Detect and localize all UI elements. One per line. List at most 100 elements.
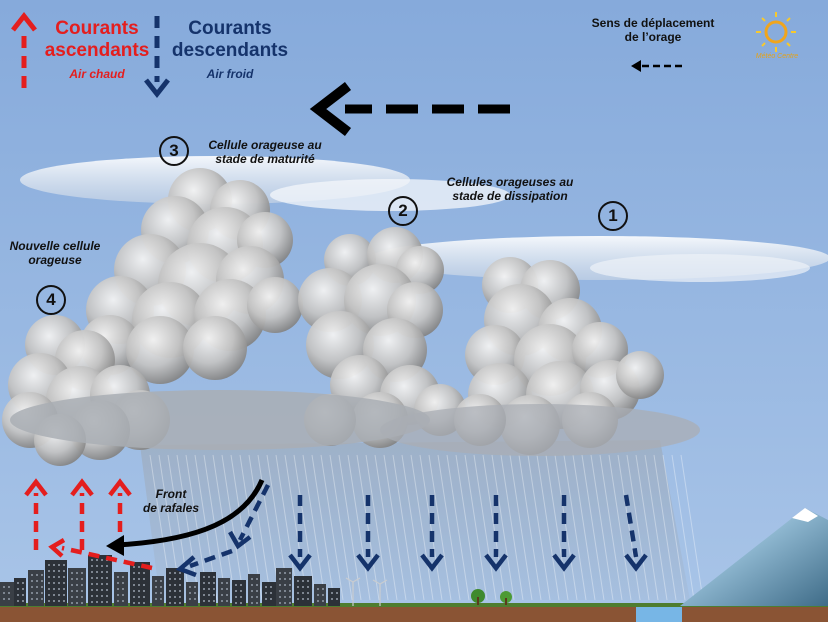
building-window [251, 578, 253, 580]
building-window [179, 590, 181, 592]
building-window [63, 594, 65, 596]
building-10 [186, 582, 198, 606]
building-window [71, 578, 73, 580]
rain-streak [653, 454, 677, 601]
cloud-base-right [380, 404, 700, 456]
downdraft-arrow-0 [288, 495, 312, 572]
building-window [58, 570, 60, 572]
building-window [297, 580, 299, 582]
building-window [58, 600, 60, 602]
building-window [91, 577, 93, 579]
building-window [240, 602, 242, 604]
building-window [179, 596, 181, 598]
building-window [53, 594, 55, 596]
building-window [160, 586, 162, 588]
building-window [208, 582, 210, 584]
gust-front-label: Front de rafales [142, 487, 200, 515]
building-window [203, 588, 205, 590]
building-window [101, 601, 103, 603]
updraft-diagonal-arrows [48, 538, 153, 571]
building-window [101, 589, 103, 591]
building-window [63, 582, 65, 584]
building-window [265, 586, 267, 588]
building-window [297, 586, 299, 588]
building-window [53, 564, 55, 566]
rain-streak [527, 454, 551, 601]
building-window [106, 565, 108, 567]
diagonal-downdraft-arrows [175, 483, 271, 578]
building-window [117, 582, 119, 584]
building-window [289, 590, 291, 592]
building-window [189, 586, 191, 588]
building-window [279, 578, 281, 580]
building-window [91, 595, 93, 597]
building-window [117, 600, 119, 602]
building-window [174, 590, 176, 592]
building-window [101, 583, 103, 585]
building-window [251, 596, 253, 598]
building-window [143, 578, 145, 580]
building-window [307, 598, 309, 600]
building-window [76, 596, 78, 598]
building-window [138, 584, 140, 586]
rain-streak [518, 454, 542, 601]
building-1 [14, 578, 26, 606]
building-window [3, 598, 5, 600]
building-window [91, 583, 93, 585]
storm-direction-label: Sens de déplacement de l’orage [591, 16, 715, 44]
building-window [106, 571, 108, 573]
rain-streak [374, 454, 398, 601]
building-window [160, 580, 162, 582]
rain-streak [311, 454, 335, 601]
building-window [63, 588, 65, 590]
building-window [36, 574, 38, 576]
building-window [53, 576, 55, 578]
building-window [81, 572, 83, 574]
building-window [96, 571, 98, 573]
building-window [256, 584, 258, 586]
building-window [279, 596, 281, 598]
building-window [143, 572, 145, 574]
building-window [226, 600, 228, 602]
building-window [48, 570, 50, 572]
building-15 [262, 582, 276, 606]
rain-streak [536, 454, 560, 601]
building-window [160, 592, 162, 594]
rain-streak [419, 454, 443, 601]
building-window [155, 592, 157, 594]
rain-streak [437, 454, 461, 601]
building-window [138, 596, 140, 598]
river [636, 606, 682, 622]
building-window [270, 586, 272, 588]
rain-streak [500, 454, 524, 601]
building-window [48, 588, 50, 590]
building-window [101, 565, 103, 567]
building-window [17, 594, 19, 596]
building-window [22, 582, 24, 584]
building-window [138, 566, 140, 568]
building-window [203, 600, 205, 602]
building-window [91, 565, 93, 567]
building-window [117, 594, 119, 596]
building-window [307, 592, 309, 594]
cloud-puff-13 [126, 316, 194, 384]
building-window [31, 592, 33, 594]
building-window [71, 602, 73, 604]
rain-streak [293, 454, 317, 601]
building-window [22, 600, 24, 602]
cloud-base-left [10, 390, 430, 450]
building-window [106, 577, 108, 579]
rain-streak [581, 454, 605, 601]
rain-streak [464, 454, 488, 601]
building-window [133, 602, 135, 604]
building-18 [314, 584, 326, 606]
updraft-legend-title: Courants ascendants [44, 18, 150, 61]
gust-front-arrow [106, 479, 265, 556]
cell-2-label: Cellules orageuses au stade de dissipati… [446, 175, 574, 203]
building-window [48, 600, 50, 602]
building-window [208, 600, 210, 602]
building-window [307, 580, 309, 582]
building-window [169, 596, 171, 598]
building-window [203, 594, 205, 596]
